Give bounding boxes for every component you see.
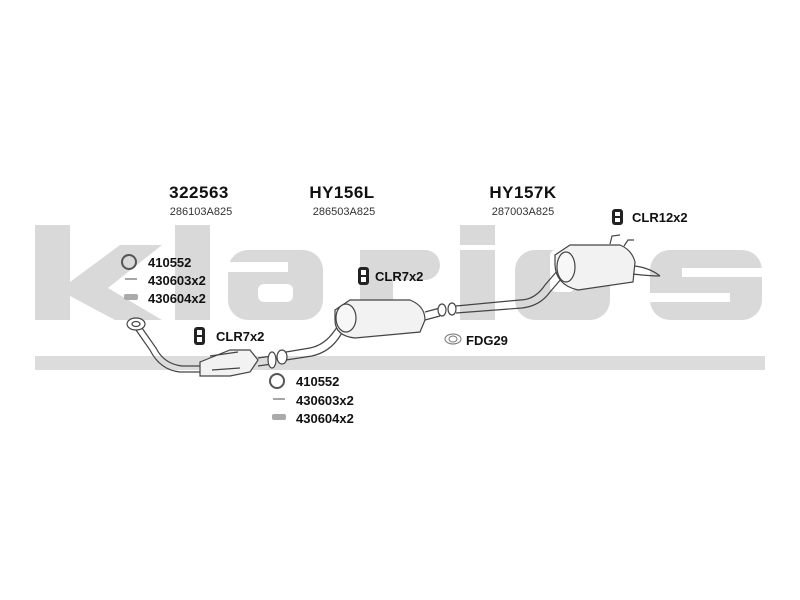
rubber-mount-icon xyxy=(194,327,205,345)
bolt-icon xyxy=(273,398,285,400)
oem-number: 286503A825 xyxy=(312,206,376,218)
mid-muffler-HY156L[interactable] xyxy=(276,299,457,365)
accessory-430603x2[interactable]: 430603x2 xyxy=(148,273,206,288)
accessory-430604x2[interactable]: 430604x2 xyxy=(148,291,206,306)
oem-number: 286103A825 xyxy=(169,206,233,218)
accessory-430604x2[interactable]: 430604x2 xyxy=(296,411,354,426)
spring-icon xyxy=(124,294,138,300)
part-number-322563[interactable]: 322563 xyxy=(169,183,229,202)
rubber-mount-icon xyxy=(612,209,623,225)
oem-number: 287003A825 xyxy=(491,206,555,218)
accessory-430603x2[interactable]: 430603x2 xyxy=(296,393,354,408)
part-number-HY156L[interactable]: HY156L xyxy=(309,183,375,202)
accessory-fdg29[interactable]: FDG29 xyxy=(466,333,508,348)
accessory-clr12x2[interactable]: CLR12x2 xyxy=(632,210,688,225)
front-pipe-322563[interactable] xyxy=(126,317,277,377)
gasket-icon xyxy=(444,333,462,345)
accessory-clr7x2-mid[interactable]: CLR7x2 xyxy=(375,269,424,284)
spring-icon xyxy=(272,414,286,420)
ring-gasket-icon xyxy=(269,373,285,389)
bolt-icon xyxy=(125,278,137,280)
accessory-410552[interactable]: 410552 xyxy=(148,255,192,270)
rear-muffler-HY157K[interactable] xyxy=(455,234,661,314)
accessory-clr7x2-front[interactable]: CLR7x2 xyxy=(216,329,265,344)
ring-gasket-icon xyxy=(121,254,137,270)
accessory-410552[interactable]: 410552 xyxy=(296,374,340,389)
part-number-HY157K[interactable]: HY157K xyxy=(489,183,557,202)
rubber-mount-icon xyxy=(358,267,369,285)
